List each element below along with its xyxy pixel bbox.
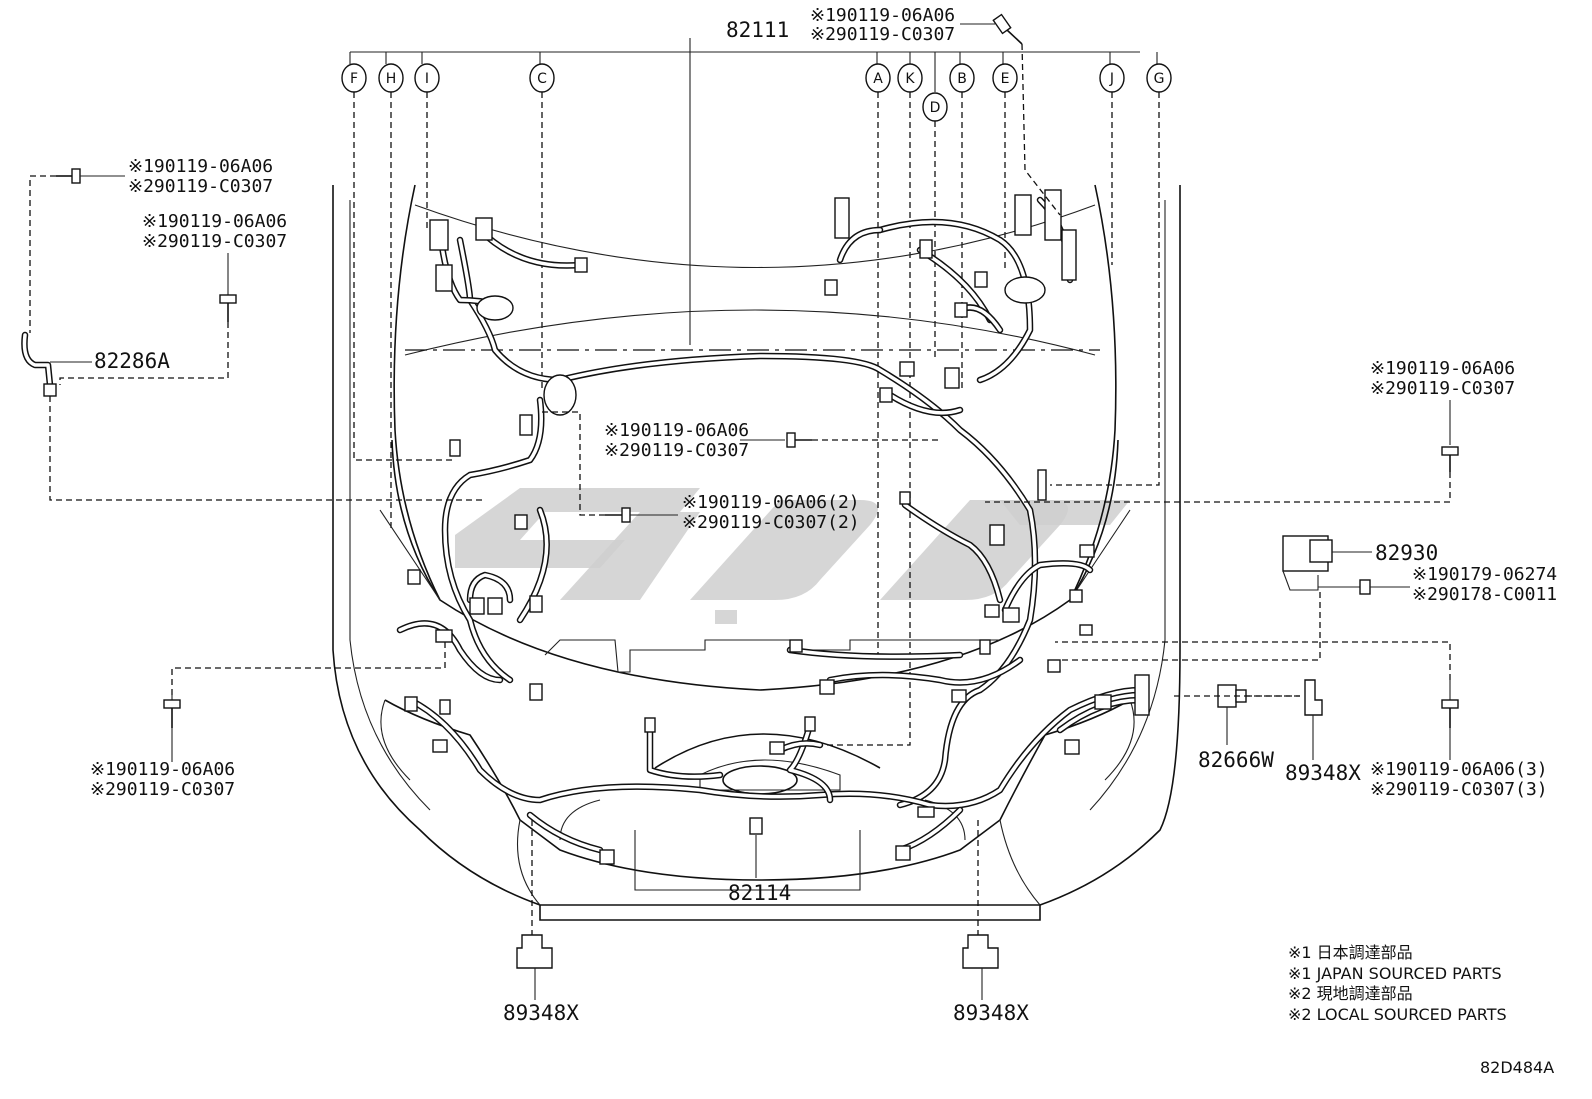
svg-text:E: E [1001, 71, 1010, 87]
relay-block-icon [1060, 535, 1410, 661]
bracket-82286a-icon [21, 331, 485, 501]
top-bolt-part-a: ※190119-06A06 [810, 5, 955, 26]
callout-e: E [992, 63, 1018, 93]
bracket-part-number: 82286A [94, 349, 170, 373]
left-lower-bolt-part-b: ※290119-C0307 [90, 779, 235, 800]
right-lower-bolt-part-a: ※190119-06A06(3) [1370, 759, 1548, 780]
left-upper-bolt-icon [29, 168, 125, 333]
left-mid-bolt-part-b: ※290119-C0307 [142, 231, 287, 252]
callout-k: K [897, 63, 923, 93]
left-mid-bolt-part-a: ※190119-06A06 [142, 211, 287, 232]
callout-b: B [949, 63, 975, 93]
center-upper-bolt-part-a: ※190119-06A06 [604, 420, 749, 441]
right-clamp-part-number: 89348X [1285, 761, 1361, 785]
svg-text:J: J [1109, 71, 1114, 87]
sourcing-legend: ※1 日本調達部品 ※1 JAPAN SOURCED PARTS ※2 現地調達… [1288, 943, 1507, 1024]
callout-d: D [922, 92, 948, 122]
callout-j: J [1099, 63, 1125, 93]
relay-bolt-part-a: ※190179-06274 [1412, 564, 1557, 585]
svg-text:A: A [873, 71, 883, 87]
legend-line-4: ※2 LOCAL SOURCED PARTS [1288, 1005, 1507, 1024]
right-clip-part-number: 82666W [1198, 748, 1274, 772]
right-bottom-clamp-icon [962, 820, 999, 1000]
left-mid-bolt-icon [59, 253, 237, 385]
svg-text:B: B [957, 71, 967, 87]
diagram-code: 82D484A [1480, 1058, 1554, 1077]
callout-g: G [1146, 63, 1172, 93]
right-upper-bolt-part-a: ※190119-06A06 [1370, 358, 1515, 379]
right-lower-bolt-icon [1055, 641, 1459, 760]
left-lower-bolt-icon [163, 640, 446, 762]
center-lower-bolt-part-b: ※290119-C0307(2) [682, 512, 860, 533]
callout-leaders [353, 92, 1160, 746]
callout-c: C [529, 63, 555, 93]
svg-text:K: K [905, 71, 915, 87]
right-upper-bolt-icon [985, 400, 1459, 503]
left-upper-bolt-part-b: ※290119-C0307 [128, 176, 273, 197]
left-lower-bolt-part-a: ※190119-06A06 [90, 759, 235, 780]
left-upper-bolt-part-a: ※190119-06A06 [128, 156, 273, 177]
relay-block-part-number: 82930 [1375, 541, 1438, 565]
callout-i: I [414, 63, 440, 93]
right-upper-bolt-part-b: ※290119-C0307 [1370, 378, 1515, 399]
right-clip-82666w-icon [1217, 684, 1300, 745]
main-part-number: 82111 [726, 18, 789, 42]
top-bolt-icon [960, 13, 1061, 216]
front-harness-part-number: 82114 [728, 881, 791, 905]
center-upper-bolt-icon [740, 432, 940, 448]
legend-line-2: ※1 JAPAN SOURCED PARTS [1288, 964, 1502, 983]
callout-f: F [341, 63, 367, 93]
left-bottom-clamp-part-number: 89348X [503, 1001, 579, 1025]
harness-connectors [404, 189, 1150, 865]
center-upper-bolt-part-b: ※290119-C0307 [604, 440, 749, 461]
relay-bolt-part-b: ※290178-C0011 [1412, 584, 1557, 605]
right-bottom-clamp-part-number: 89348X [953, 1001, 1029, 1025]
svg-text:H: H [386, 71, 397, 87]
center-lower-bolt-icon [540, 411, 678, 523]
svg-text:I: I [425, 71, 429, 87]
engine-harness-wires [396, 196, 1144, 854]
legend-line-3: ※2 現地調達部品 [1288, 984, 1413, 1003]
svg-text:D: D [930, 100, 941, 116]
svg-text:C: C [537, 71, 547, 87]
right-lower-bolt-part-b: ※290119-C0307(3) [1370, 779, 1548, 800]
main-harness-leader [349, 38, 1158, 345]
left-bottom-clamp-icon [516, 820, 553, 1000]
callout-h: H [378, 63, 404, 93]
svg-text:F: F [350, 71, 358, 87]
legend-line-1: ※1 日本調達部品 [1288, 943, 1413, 962]
center-lower-bolt-part-a: ※190119-06A06(2) [682, 492, 860, 513]
callout-a: A [865, 63, 891, 93]
svg-text:G: G [1154, 71, 1165, 87]
right-clamp-89348x-icon [1170, 679, 1323, 760]
top-bolt-part-b: ※290119-C0307 [810, 24, 955, 45]
grommets [476, 276, 1046, 416]
